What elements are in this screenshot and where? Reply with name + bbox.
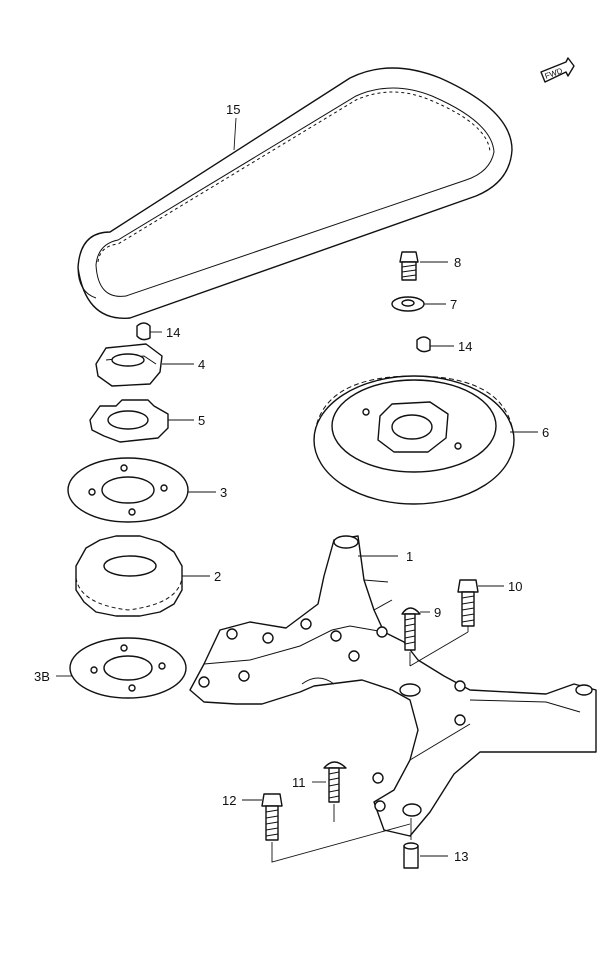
lock-washer-5 bbox=[89, 399, 169, 443]
nut-4 bbox=[95, 343, 163, 387]
callout-13: 13 bbox=[454, 849, 468, 864]
sprocket-2 bbox=[75, 535, 183, 617]
fwd-label: FWD bbox=[544, 66, 564, 81]
callout-10: 10 bbox=[508, 579, 522, 594]
bracket-1 bbox=[189, 535, 597, 837]
callout-3: 3 bbox=[220, 485, 227, 500]
callout-7: 7 bbox=[450, 297, 457, 312]
callout-3b: 3B bbox=[34, 669, 50, 684]
bolt-10 bbox=[457, 579, 479, 627]
key-14-right bbox=[416, 336, 431, 353]
callout-labels: 15 8 7 14 14 4 5 6 3 1 2 10 9 3B 11 12 1… bbox=[34, 102, 549, 864]
timing-belt bbox=[77, 67, 513, 319]
fwd-arrow-icon: FWD bbox=[540, 57, 575, 83]
callout-2: 2 bbox=[214, 569, 221, 584]
callout-5: 5 bbox=[198, 413, 205, 428]
key-14-left bbox=[136, 322, 151, 341]
callout-14-right: 14 bbox=[458, 339, 472, 354]
callout-11: 11 bbox=[292, 775, 306, 790]
dowel-pin-13 bbox=[403, 842, 419, 869]
callout-14-left: 14 bbox=[166, 325, 180, 340]
screw-11 bbox=[323, 761, 347, 803]
plate-3b bbox=[69, 637, 187, 699]
screw-9 bbox=[401, 607, 421, 651]
callout-1: 1 bbox=[406, 549, 413, 564]
callout-9: 9 bbox=[434, 605, 441, 620]
washer-7 bbox=[391, 296, 425, 312]
callout-6: 6 bbox=[542, 425, 549, 440]
callout-15: 15 bbox=[226, 102, 240, 117]
pulley-6 bbox=[313, 375, 515, 505]
callout-4: 4 bbox=[198, 357, 205, 372]
bolt-8 bbox=[399, 251, 419, 281]
plate-3 bbox=[67, 457, 189, 523]
bolt-12 bbox=[261, 793, 283, 841]
callout-8: 8 bbox=[454, 255, 461, 270]
callout-12: 12 bbox=[222, 793, 236, 808]
